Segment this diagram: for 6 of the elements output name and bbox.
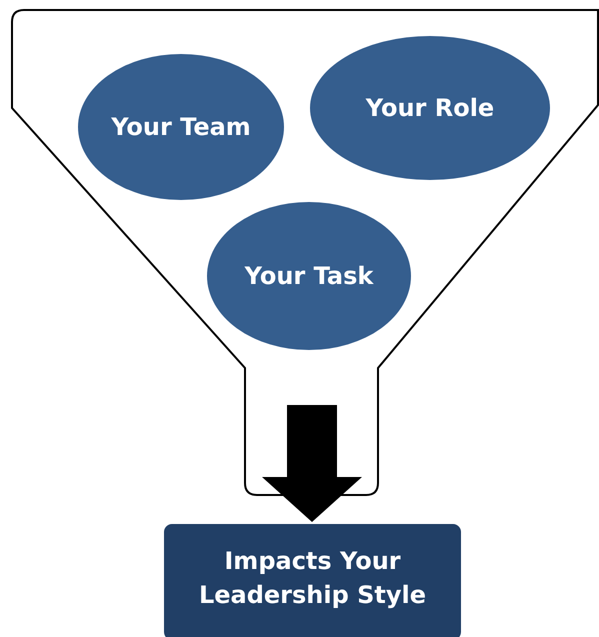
block-arrow xyxy=(262,405,362,522)
ellipse-label: Your Role xyxy=(366,94,494,122)
ellipse-label: Your Task xyxy=(244,262,374,290)
result-label: Impacts Your Leadership Style xyxy=(198,546,428,611)
result-box xyxy=(164,524,461,637)
ellipse-label: Your Team xyxy=(111,113,251,141)
